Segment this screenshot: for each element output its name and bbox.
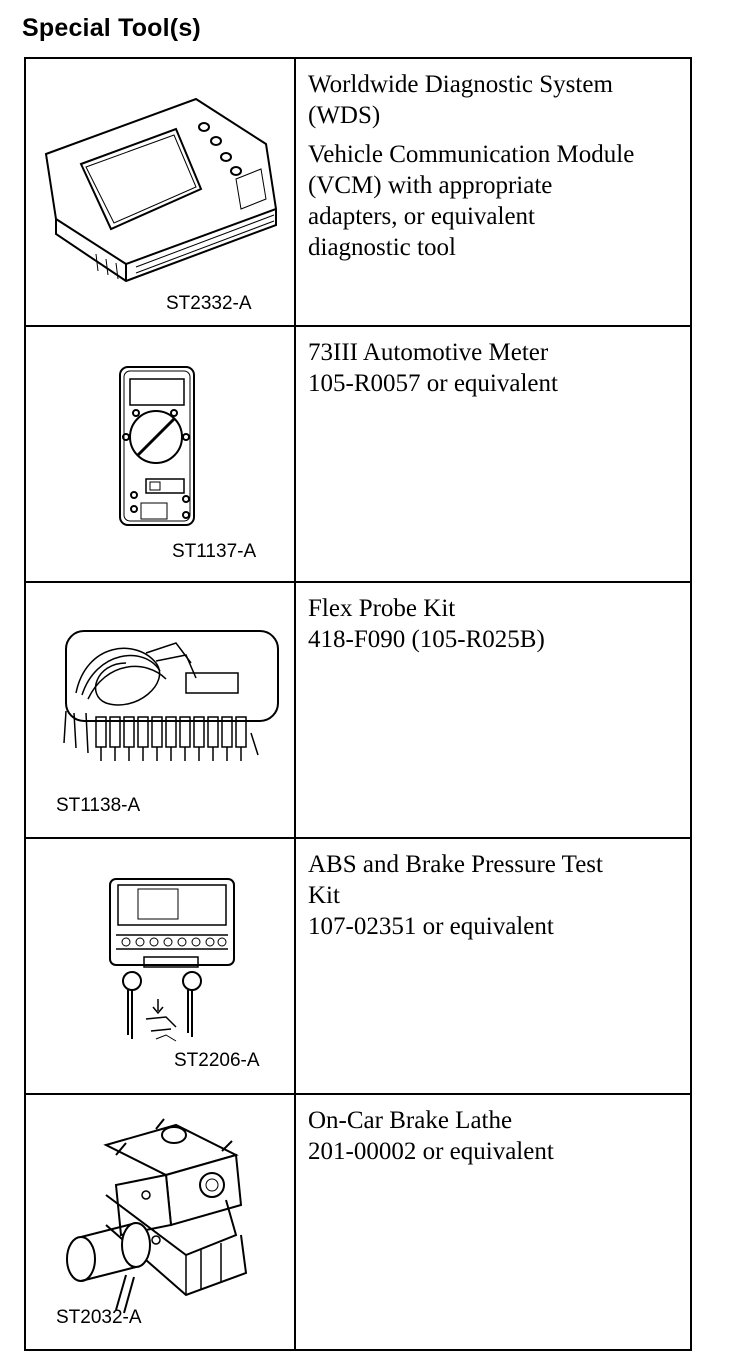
- table-row: ST2332-A Worldwide Diagnostic System(WDS…: [24, 57, 692, 327]
- probe-kit-icon: [26, 583, 294, 838]
- brake-lathe-icon: [26, 1095, 294, 1350]
- tool-description: Worldwide Diagnostic System(WDS): [308, 71, 613, 129]
- page-title: Special Tool(s): [22, 14, 201, 42]
- special-tools-table: ST2332-A Worldwide Diagnostic System(WDS…: [24, 57, 692, 1351]
- tool-description: Vehicle Communication Module(VCM) with a…: [308, 141, 635, 261]
- tool-reference-number: ST2206-A: [174, 1050, 260, 1071]
- pressure-test-kit-icon: [26, 839, 294, 1095]
- tool-image-cell: ST2206-A: [24, 837, 296, 1095]
- tool-reference-number: ST2032-A: [56, 1307, 142, 1328]
- tool-image-cell: ST1138-A: [24, 581, 296, 839]
- tool-image-cell: ST2332-A: [24, 57, 296, 327]
- tool-reference-number: ST2332-A: [166, 293, 252, 314]
- tool-image-cell: ST2032-A: [24, 1093, 296, 1351]
- diagnostic-system-icon: [26, 59, 294, 327]
- multimeter-icon: [26, 327, 294, 583]
- tool-reference-number: ST1137-A: [172, 541, 257, 562]
- tool-description-cell: Worldwide Diagnostic System(WDS) Vehicle…: [294, 57, 692, 327]
- tool-reference-number: ST1138-A: [56, 795, 141, 816]
- tool-image-cell: ST1137-A: [24, 325, 296, 583]
